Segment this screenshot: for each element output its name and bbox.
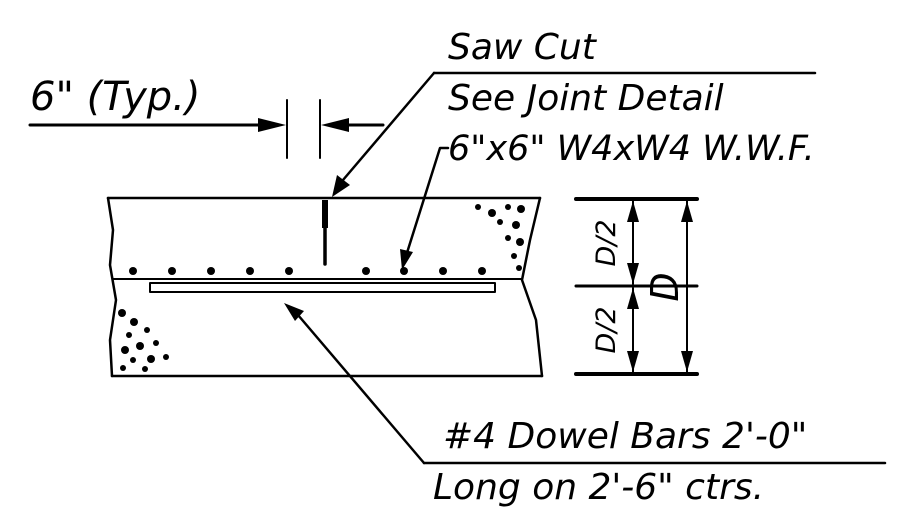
mesh-dot <box>478 267 486 275</box>
wwf-callout: 6"x6" W4xW4 W.W.F. <box>400 129 815 270</box>
aggregate-dot <box>126 332 132 338</box>
half-depth-bottom-arrow-down <box>627 351 639 372</box>
aggregate-stipple-right <box>475 204 525 271</box>
half-depth-top-arrow-down <box>627 263 639 284</box>
aggregate-dot <box>511 253 517 259</box>
slab-right-break <box>520 196 544 378</box>
mesh-dot <box>439 267 447 275</box>
half-depth-bottom-label: D/2 <box>591 306 622 353</box>
aggregate-dot <box>163 354 169 360</box>
depth-arrow-up <box>681 201 693 222</box>
wwf-label: 6"x6" W4xW4 W.W.F. <box>448 129 815 169</box>
dowel-label-line2: Long on 2'-6" ctrs. <box>433 467 764 508</box>
aggregate-dot <box>121 346 129 354</box>
mesh-dot <box>168 267 176 275</box>
aggregate-dot <box>147 355 155 363</box>
mesh-dot <box>285 267 293 275</box>
half-depth-top-arrow-up <box>627 201 639 222</box>
aggregate-dot <box>516 238 524 246</box>
half-depth-bottom-arrow-up <box>627 288 639 309</box>
mesh-dot <box>129 267 137 275</box>
depth-dimension: D/2 D/2 D <box>574 197 699 376</box>
aggregate-dot <box>505 204 511 210</box>
dowel-label-line1: #4 Dowel Bars 2'-0" <box>443 416 807 457</box>
mesh-dot <box>207 267 215 275</box>
dowel-callout: #4 Dowel Bars 2'-0" Long on 2'-6" ctrs. <box>284 303 887 508</box>
slab-section <box>106 196 544 378</box>
saw-cut-groove <box>322 200 328 228</box>
wwf-arrowhead <box>400 249 413 270</box>
saw-cut-callout: Saw Cut See Joint Detail <box>332 27 817 197</box>
aggregate-dot <box>118 309 126 317</box>
mesh-wire-dots <box>129 267 486 275</box>
aggregate-dot <box>488 209 496 217</box>
aggregate-dot <box>505 235 511 241</box>
depth-label: D <box>643 272 687 301</box>
dowel-bar <box>149 282 496 293</box>
joint-detail-label: See Joint Detail <box>448 78 724 119</box>
typ-dimension-arrow-left <box>321 118 349 132</box>
aggregate-dot <box>516 265 522 271</box>
saw-cut-leader <box>341 71 436 182</box>
aggregate-dot <box>512 221 520 229</box>
depth-arrow-down <box>681 351 693 372</box>
aggregate-dot <box>120 365 126 371</box>
mesh-dot <box>246 267 254 275</box>
wwf-leader <box>404 146 450 258</box>
aggregate-dot <box>497 219 503 225</box>
aggregate-stipple-left <box>118 309 169 372</box>
half-depth-top-label: D/2 <box>591 219 622 266</box>
aggregate-dot <box>130 357 136 363</box>
saw-cut-arrowhead <box>332 175 350 197</box>
aggregate-dot <box>144 327 150 333</box>
typ-dimension-label: 6" (Typ.) <box>30 74 201 120</box>
aggregate-dot <box>136 342 144 350</box>
mesh-dot <box>400 267 408 275</box>
dowel-leader <box>296 313 426 465</box>
saw-cut-label: Saw Cut <box>448 27 598 68</box>
typ-dimension-callout: 6" (Typ.) <box>28 74 385 159</box>
mesh-dot <box>362 267 370 275</box>
aggregate-dot <box>130 318 138 326</box>
aggregate-dot <box>475 204 481 210</box>
aggregate-dot <box>142 366 148 372</box>
slab-left-break <box>106 196 118 378</box>
typ-dimension-arrow-right <box>258 118 286 132</box>
aggregate-dot <box>153 340 159 346</box>
aggregate-dot <box>517 205 525 213</box>
